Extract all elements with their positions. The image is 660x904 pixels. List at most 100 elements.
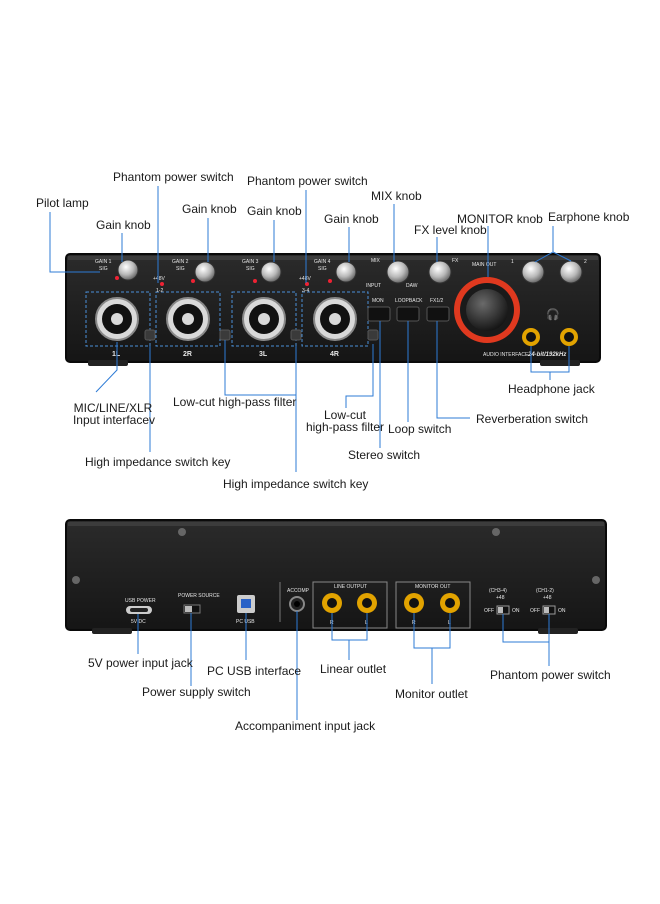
label-fx-level-knob: FX level knob — [414, 223, 487, 237]
panel-gain4: GAIN 4 — [314, 259, 331, 265]
rear-panel: USB POWER 5V DC POWER SOURCE PC USB ACCO… — [65, 519, 607, 634]
label-gain-knob-3: Gain knob — [247, 204, 302, 218]
earphone-knob-1 — [521, 260, 545, 284]
panel-4r: 4R — [330, 351, 339, 358]
fx-switch — [426, 306, 450, 322]
label-mic-line-xlr-1: MIC/LINE/XLR — [73, 401, 153, 415]
panel-fx: FX — [452, 258, 459, 264]
label-reverberation-switch: Reverberation switch — [476, 412, 589, 426]
loopback-switch — [396, 306, 420, 322]
svg-text:🎧: 🎧 — [546, 308, 560, 321]
panel-gain1: GAIN 1 — [95, 259, 112, 265]
panel-hp1: 1 — [511, 259, 514, 265]
rear-5vdc: 5V DC — [131, 619, 146, 625]
mix-knob — [386, 260, 410, 284]
label-high-impedance-switch-key-1: High impedance switch key — [85, 455, 231, 469]
panel-loopback: LOOPBACK — [395, 298, 423, 304]
label-mix-knob: MIX knob — [371, 189, 422, 203]
panel-mon: MON — [372, 298, 384, 304]
combo-jack-4 — [313, 297, 357, 341]
monitor-out-jack-l — [440, 593, 460, 613]
label-power-supply-switch: Power supply switch — [142, 685, 251, 699]
label-phantom-power-switch-2: Phantom power switch — [247, 174, 368, 188]
label-phantom-power-switch-1: Phantom power switch — [113, 170, 234, 184]
label-low-cut-filter-2-line1: Low-cut — [323, 408, 367, 422]
panel-2r: 2R — [183, 351, 192, 358]
combo-jack-1 — [85, 291, 151, 347]
label-mic-line-xlr-2: Input interfacev — [72, 413, 156, 427]
rear-ch12: (CH1-2) — [536, 588, 554, 594]
rear-off-b: OFF — [530, 608, 540, 614]
label-monitor-knob: MONITOR knob — [457, 212, 543, 226]
label-loop-switch: Loop switch — [388, 422, 452, 436]
mon-switch — [367, 306, 391, 322]
gain-knob-1 — [117, 259, 139, 281]
panel-sig4: SIG — [318, 266, 327, 272]
front-panel: 🎧 GAIN 1 SIG GAIN 2 SIG GAIN 3 SIG GAIN … — [65, 253, 601, 366]
panel-mix: MIX — [371, 258, 381, 264]
rear-usb-power: USB POWER — [125, 598, 156, 604]
panel-fx12: FX1/2 — [430, 298, 444, 304]
combo-jack-2 — [166, 297, 210, 341]
usb-power-port — [126, 606, 152, 614]
panel-gain2: GAIN 2 — [172, 259, 189, 265]
label-linear-outlet: Linear outlet — [320, 662, 387, 676]
panel-gain3: GAIN 3 — [242, 259, 259, 265]
panel-hp2: 2 — [584, 259, 587, 265]
label-phantom-power-switch-rear: Phantom power switch — [490, 668, 611, 682]
label-pilot-lamp: Pilot lamp — [36, 196, 89, 210]
label-gain-knob-1: Gain knob — [96, 218, 151, 232]
panel-input: INPUT — [366, 283, 381, 289]
gain-knob-2 — [194, 261, 216, 283]
label-gain-knob-2: Gain knob — [182, 202, 237, 216]
combo-jack-3 — [231, 291, 297, 347]
line-output-jack-r — [322, 593, 342, 613]
gain-knob-4 — [335, 261, 357, 283]
panel-ch34: 3-4 — [302, 288, 309, 294]
label-earphone-knob: Earphone knob — [548, 210, 630, 224]
rear-callout-lines — [137, 611, 550, 720]
rear-48-a: +48 — [496, 595, 505, 601]
panel-ch12: 1-2 — [156, 288, 163, 294]
label-low-cut-filter-1: Low-cut high-pass filter — [173, 395, 297, 409]
panel-48v-2: +48V — [299, 276, 311, 282]
panel-sig3: SIG — [246, 266, 255, 272]
panel-daw: DAW — [406, 283, 418, 289]
panel-sig2: SIG — [176, 266, 185, 272]
label-5v-power-input: 5V power input jack — [88, 656, 193, 670]
panel-audio-interface: AUDIO INTERFACE — [483, 352, 529, 358]
fx-level-knob — [428, 260, 452, 284]
rear-48-b: +48 — [543, 595, 552, 601]
label-monitor-outlet: Monitor outlet — [395, 687, 468, 701]
phantom-switch-ch34 — [496, 605, 510, 615]
label-high-impedance-switch-key-2: High impedance switch key — [223, 477, 369, 491]
rear-off-a: OFF — [484, 608, 494, 614]
power-source-switch — [183, 604, 201, 614]
monitor-out-jack-r — [404, 593, 424, 613]
rear-monitor-out: MONITOR OUT — [415, 584, 450, 590]
rear-power-source: POWER SOURCE — [178, 593, 220, 599]
panel-main-out: MAIN OUT — [472, 262, 496, 268]
label-accompaniment-input-jack: Accompaniment input jack — [235, 719, 376, 733]
rear-on-b: ON — [558, 608, 566, 614]
panel-3l: 3L — [259, 351, 268, 358]
accomp-jack — [289, 596, 305, 612]
earphone-knob-2 — [559, 260, 583, 284]
phantom-switch-ch12 — [542, 605, 556, 615]
rear-on-a: ON — [512, 608, 520, 614]
panel-spec: 24-bit/192kHz — [527, 352, 566, 358]
label-low-cut-filter-2-line2: high-pass filter — [305, 420, 385, 434]
label-pc-usb-interface: PC USB interface — [207, 664, 302, 678]
rear-line-output: LINE OUTPUT — [334, 584, 367, 590]
label-headphone-jack: Headphone jack — [508, 382, 595, 396]
panel-sig1: SIG — [99, 266, 108, 272]
pc-usb-port — [237, 595, 255, 613]
line-output-jack-l — [357, 593, 377, 613]
panel-48v-1: +48V — [153, 276, 165, 282]
gain-knob-3 — [260, 261, 282, 283]
rear-accomp: ACCOMP — [287, 588, 310, 594]
front-callout-lines — [49, 186, 572, 472]
headphone-jack-2 — [560, 328, 578, 346]
headphone-jack-1 — [522, 328, 540, 346]
